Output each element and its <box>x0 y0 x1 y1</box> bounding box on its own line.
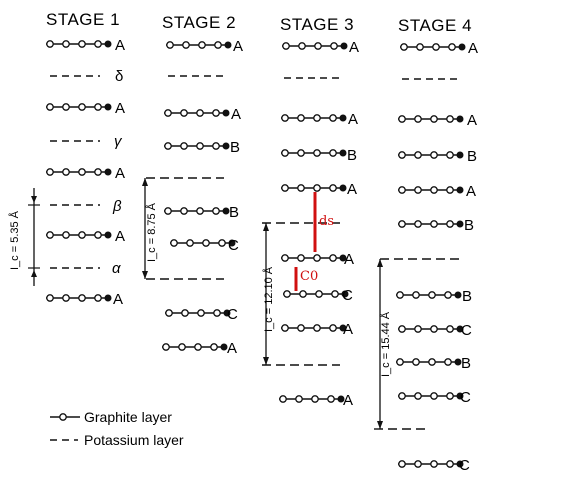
graphite-layer <box>169 239 236 247</box>
graphite-layer <box>395 358 462 366</box>
stage-2-column: A A B B C C A I_c = 8.75 Å <box>142 38 243 357</box>
legend-potassium-label: Potassium layer <box>84 432 184 448</box>
stage-3-column: A A B A A C A A I_c = 12.10 Å ds C0 <box>262 39 359 409</box>
layer-label: B <box>467 148 477 165</box>
graphite-layer <box>281 42 348 50</box>
layer-label: β <box>112 198 122 215</box>
ic-label: I_c = 5.35 Å <box>8 210 21 270</box>
ic-label: I_c = 15.44 Å <box>379 311 392 377</box>
graphite-layer <box>397 325 464 333</box>
graphite-legend-icon <box>59 413 67 421</box>
layer-label: A <box>115 228 125 245</box>
stage-1-column: A δ A γ A β A α A I_c = 5.35 Å <box>8 37 125 308</box>
graphite-layer <box>397 392 464 400</box>
graphite-layer <box>280 184 347 192</box>
layer-label: B <box>347 147 357 164</box>
layer-label: A <box>233 38 243 55</box>
arrow-down-icon <box>263 357 269 365</box>
graphite-layer <box>278 395 345 403</box>
layer-label: A <box>115 100 125 117</box>
ic-label: I_c = 8.75 Å <box>145 202 158 262</box>
layer-label: A <box>115 37 125 54</box>
graphite-layer <box>45 40 112 48</box>
legend-graphite-label: Graphite layer <box>84 409 172 425</box>
c0-label: C0 <box>300 269 318 284</box>
layer-label: A <box>468 40 478 57</box>
layer-label: C <box>342 287 353 304</box>
graphite-layer <box>45 103 112 111</box>
graphite-layer <box>397 460 464 468</box>
stage-1-title: STAGE 1 <box>46 10 120 29</box>
layer-label: A <box>227 340 237 357</box>
graphite-layer <box>165 41 232 49</box>
graphite-layer <box>163 109 230 117</box>
layer-label: C <box>460 389 471 406</box>
arrow-down-icon <box>142 271 148 279</box>
graphite-layer <box>397 186 464 194</box>
layer-label: B <box>230 139 240 156</box>
graphite-layer <box>163 207 230 215</box>
legend: Graphite layer Potassium layer <box>50 409 184 448</box>
graphite-layer <box>163 142 230 150</box>
ic-label: I_c = 12.10 Å <box>262 266 275 332</box>
layer-label: C <box>228 237 239 254</box>
layer-label: C <box>459 457 470 474</box>
stage-3-title: STAGE 3 <box>280 15 354 34</box>
layer-label: A <box>115 165 125 182</box>
layer-label: A <box>343 321 353 338</box>
ds-label: ds <box>319 214 334 229</box>
graphite-layer <box>280 114 347 122</box>
stage-2-title: STAGE 2 <box>162 13 236 32</box>
layer-label: A <box>467 112 477 129</box>
arrow-up-icon <box>263 223 269 231</box>
graphite-layer <box>397 151 464 159</box>
graphite-layer <box>282 290 349 298</box>
arrow-down-icon <box>31 196 37 203</box>
layer-label: A <box>347 181 357 198</box>
layer-label: A <box>231 106 241 123</box>
graphite-layer <box>45 231 112 239</box>
arrow-down-icon <box>377 421 383 429</box>
layer-label: δ <box>115 68 123 85</box>
graphite-layer <box>395 291 462 299</box>
layer-label: B <box>461 355 471 372</box>
graphite-layer <box>161 343 228 351</box>
layer-label: A <box>113 291 123 308</box>
arrow-up-icon <box>142 178 148 186</box>
layer-label: A <box>344 251 354 268</box>
layer-label: B <box>462 288 472 305</box>
layer-label: A <box>343 392 353 409</box>
layer-label: γ <box>114 133 123 150</box>
layer-label: C <box>227 306 238 323</box>
arrow-up-icon <box>377 259 383 267</box>
arrow-up-icon <box>31 270 37 277</box>
graphite-layer <box>280 149 347 157</box>
stage-4-title: STAGE 4 <box>398 16 472 35</box>
layer-label: A <box>348 111 358 128</box>
layer-label: α <box>112 260 121 277</box>
graphite-layer <box>397 115 464 123</box>
stage-4-column: A A B A B B C B C C I_c = 15.44 Å <box>374 40 478 474</box>
graphite-layer <box>164 309 231 317</box>
graphite-layer <box>45 168 112 176</box>
layer-label: A <box>349 39 359 56</box>
layer-label: B <box>464 217 474 234</box>
layer-label: A <box>466 183 476 200</box>
graphite-layer <box>397 220 464 228</box>
layer-label: B <box>229 204 239 221</box>
graphite-layer <box>280 254 347 262</box>
graphite-layer <box>280 324 347 332</box>
layer-label: C <box>461 322 472 339</box>
graphite-layer <box>45 294 112 302</box>
graphite-layer <box>399 43 466 51</box>
